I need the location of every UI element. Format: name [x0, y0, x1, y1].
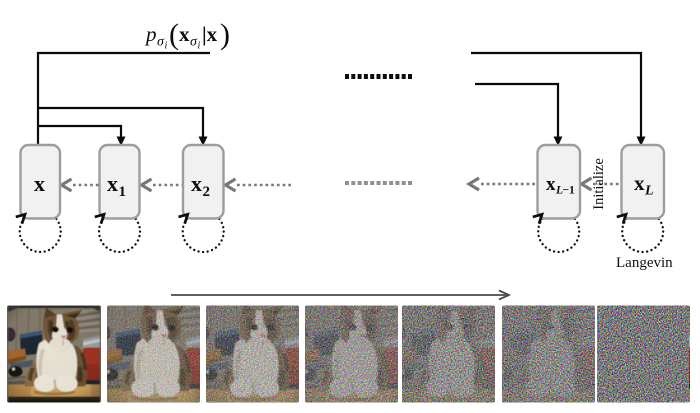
svg-text:(: ( [169, 18, 179, 51]
svg-text:1: 1 [119, 184, 127, 200]
svg-text:x: x [179, 22, 190, 46]
svg-text:L: L [644, 184, 654, 199]
svg-text:|x: |x [202, 22, 218, 46]
svg-text:2: 2 [203, 184, 211, 200]
svg-text:σ: σ [157, 35, 165, 50]
svg-text:x: x [34, 171, 45, 196]
svg-text:x: x [634, 171, 645, 195]
svg-text:σ: σ [190, 35, 198, 50]
svg-text:i: i [165, 41, 168, 52]
svg-text:Langevin: Langevin [616, 255, 673, 271]
svg-text:Initialize: Initialize [591, 158, 607, 210]
svg-text:): ) [220, 18, 230, 51]
svg-text:L: L [555, 185, 563, 197]
svg-text:−1: −1 [563, 185, 576, 197]
svg-text:x: x [546, 174, 556, 195]
svg-text:x: x [107, 171, 118, 196]
svg-text:i: i [198, 41, 201, 52]
svg-text:p: p [144, 22, 157, 46]
svg-text:x: x [191, 171, 202, 196]
